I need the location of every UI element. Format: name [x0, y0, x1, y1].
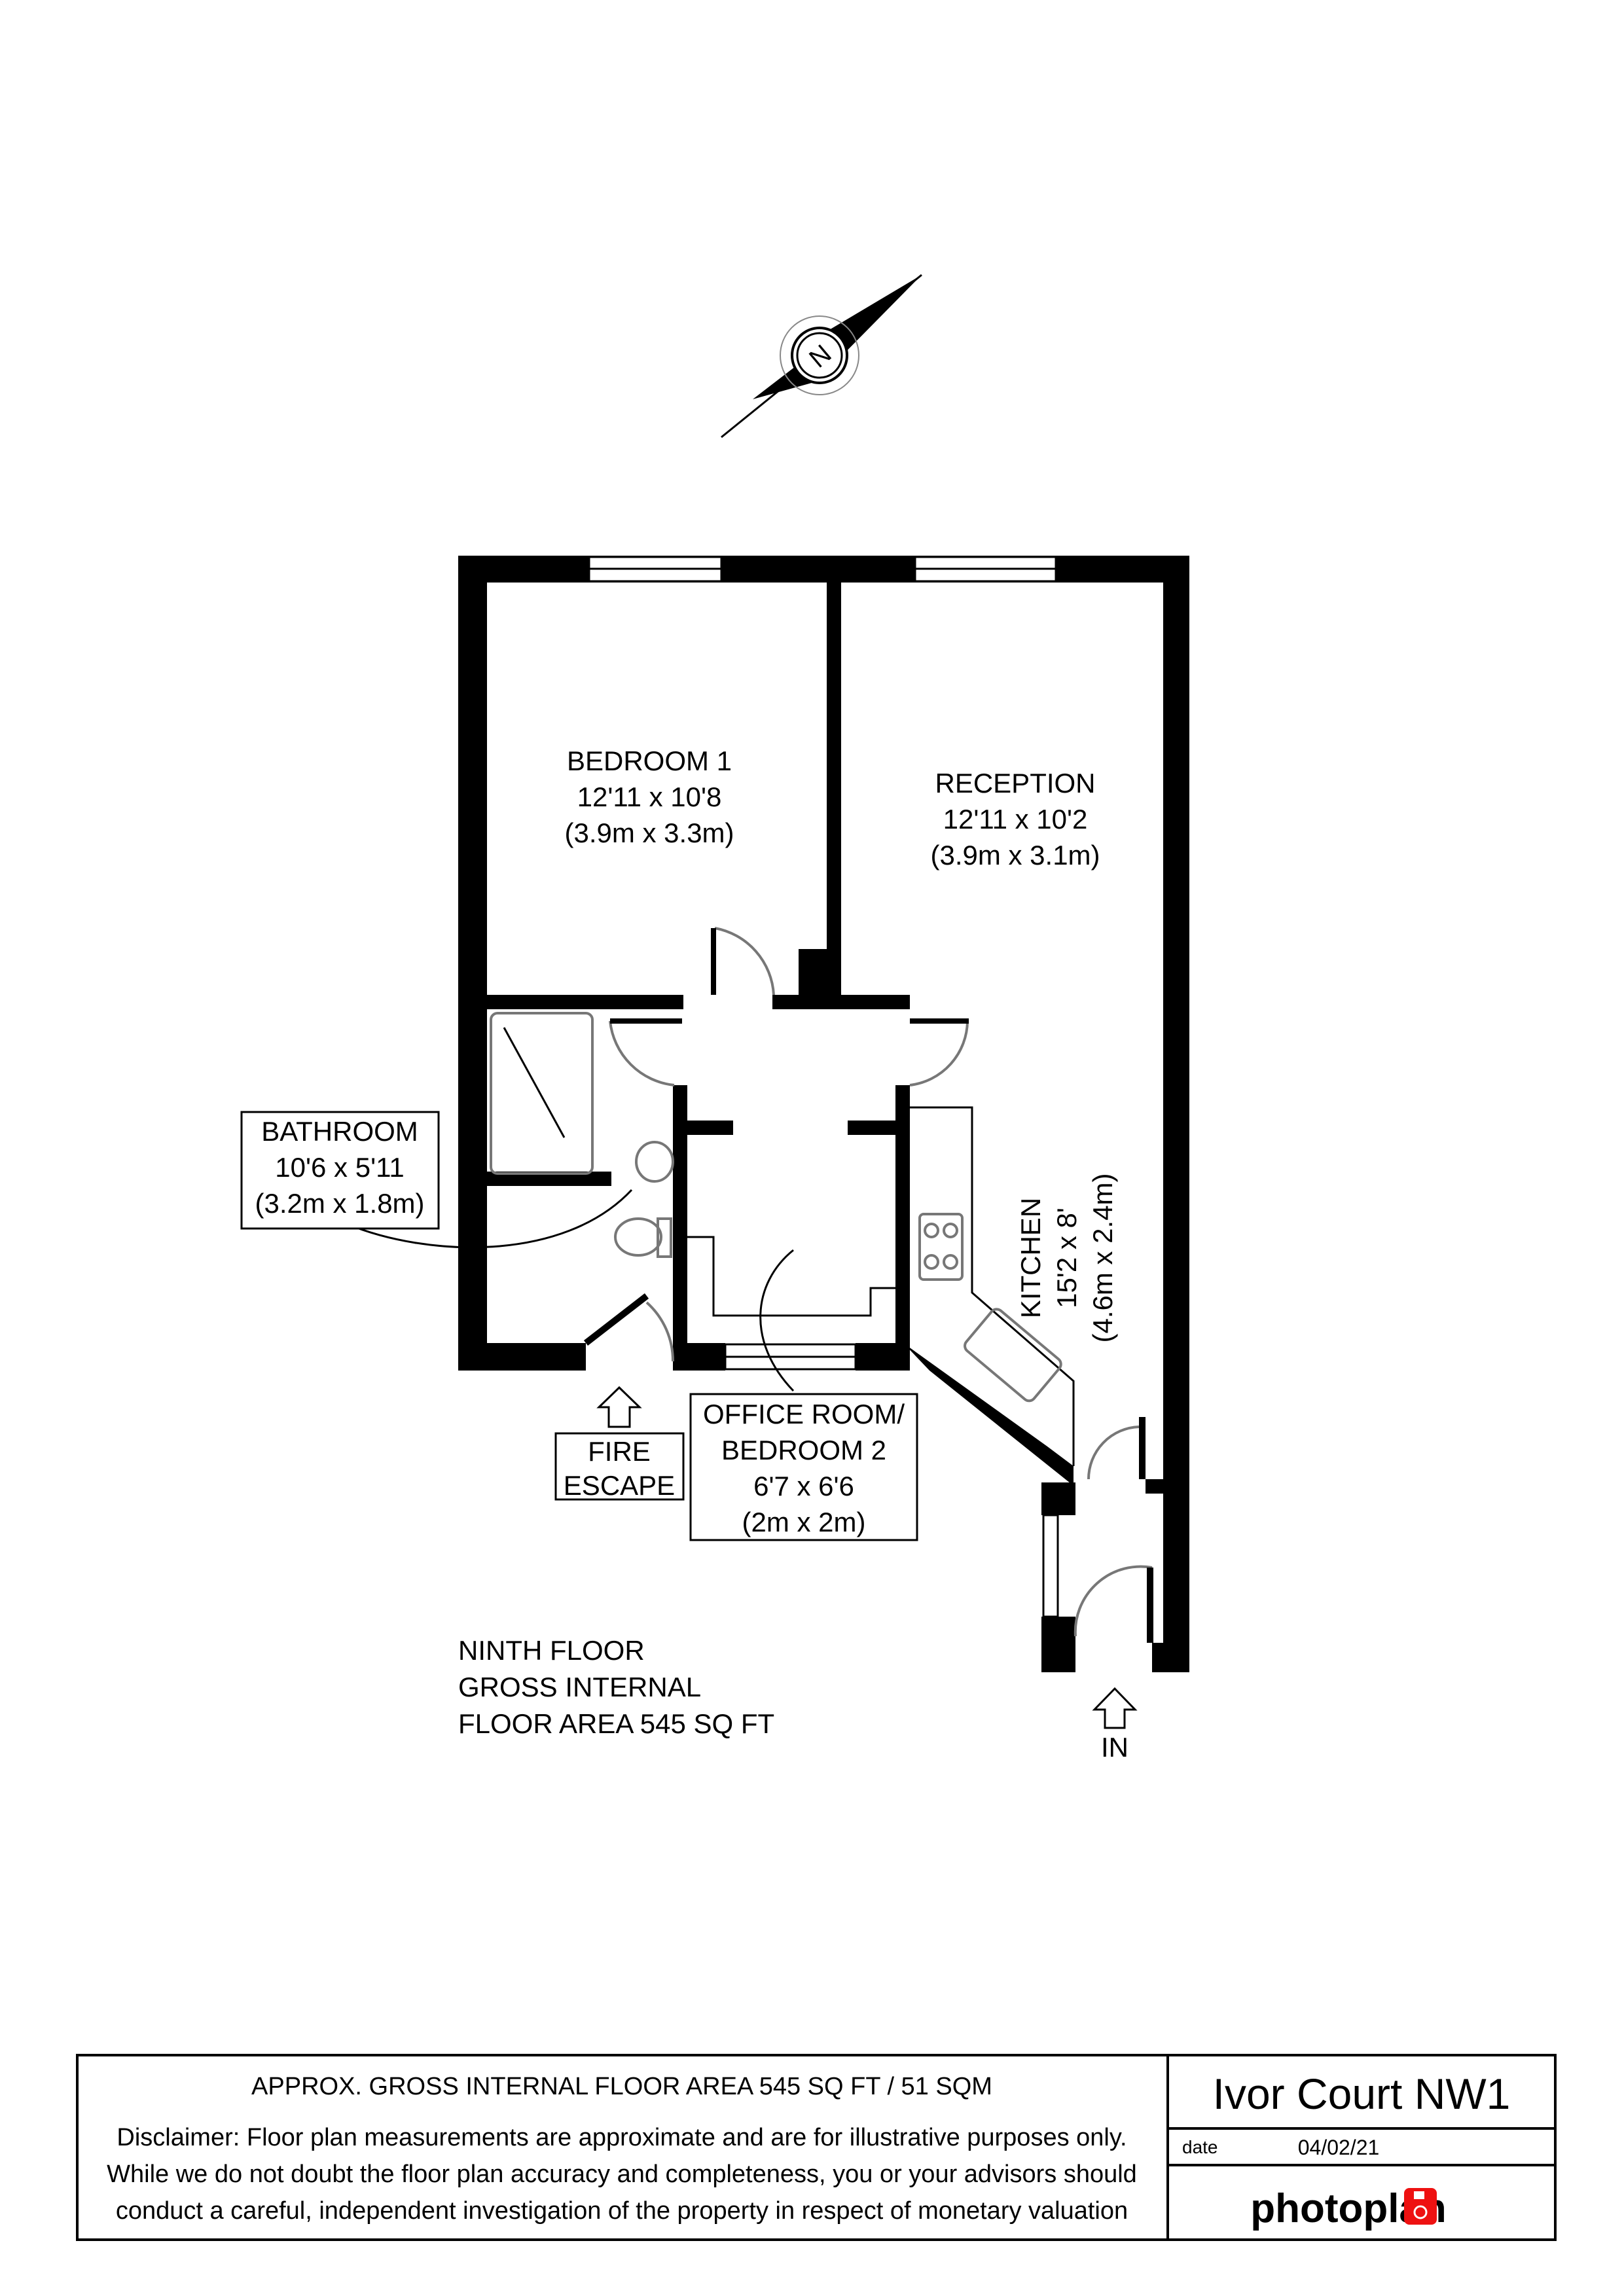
photoplan-logo: photoplan [1250, 2186, 1447, 2231]
disclaimer-line: conduct a careful, independent investiga… [116, 2197, 1128, 2225]
arrow-up-icon [596, 1386, 642, 1428]
footer-area: APPROX. GROSS INTERNAL FLOOR AREA 545 SQ… [251, 2073, 992, 2100]
room-label-bathroom: BATHROOM 10'6 x 5'11 (3.2m x 1.8m) [240, 1111, 440, 1230]
office-leader-line [759, 1249, 795, 1392]
svg-text:(4.6m x 2.4m): (4.6m x 2.4m) [1087, 1173, 1118, 1342]
svg-text:10'6 x 5'11: 10'6 x 5'11 [275, 1152, 404, 1183]
svg-text:RECEPTION: RECEPTION [935, 768, 1095, 798]
room-label-reception: RECEPTION 12'11 x 10'2 (3.9m x 3.1m) [930, 768, 1100, 870]
svg-text:BEDROOM 2: BEDROOM 2 [721, 1435, 886, 1465]
svg-text:FLOOR AREA 545 SQ FT: FLOOR AREA 545 SQ FT [458, 1708, 774, 1739]
date-label: date [1182, 2137, 1218, 2157]
svg-text:15'2 x 8': 15'2 x 8' [1051, 1208, 1082, 1308]
property-name: Ivor Court NW1 [1213, 2070, 1511, 2118]
svg-text:OFFICE ROOM/: OFFICE ROOM/ [703, 1399, 905, 1429]
svg-text:(3.9m x 3.3m): (3.9m x 3.3m) [564, 817, 734, 848]
svg-text:(3.2m x 1.8m): (3.2m x 1.8m) [255, 1188, 424, 1219]
svg-text:NINTH FLOOR: NINTH FLOOR [458, 1635, 645, 1666]
svg-text:FIRE: FIRE [588, 1436, 651, 1467]
fire-escape-marker: FIRE ESCAPE [554, 1386, 685, 1501]
svg-text:6'7 x 6'6: 6'7 x 6'6 [753, 1471, 854, 1501]
disclaimer-line: Disclaimer: Floor plan measurements are … [117, 2124, 1127, 2151]
room-label-bedroom1: BEDROOM 1 12'11 x 10'8 (3.9m x 3.3m) [564, 745, 734, 848]
arrow-up-icon [1092, 1687, 1138, 1729]
svg-text:GROSS INTERNAL: GROSS INTERNAL [458, 1672, 701, 1702]
footer: APPROX. GROSS INTERNAL FLOOR AREA 545 SQ… [76, 2054, 1557, 2241]
fixtures [490, 1012, 1075, 1466]
floor-info: NINTH FLOOR GROSS INTERNAL FLOOR AREA 54… [458, 1635, 774, 1739]
svg-text:12'11 x 10'2: 12'11 x 10'2 [943, 804, 1088, 834]
bathroom-leader-line [346, 1189, 633, 1249]
disclaimer-line: While we do not doubt the floor plan acc… [107, 2161, 1137, 2188]
room-label-office: OFFICE ROOM/ BEDROOM 2 6'7 x 6'6 (2m x 2… [689, 1393, 918, 1541]
svg-text:(3.9m x 3.1m): (3.9m x 3.1m) [930, 840, 1100, 870]
svg-text:KITCHEN: KITCHEN [1015, 1198, 1046, 1318]
compass-icon: N [721, 274, 922, 439]
doors [583, 927, 1153, 1643]
walls [458, 556, 1189, 1672]
entrance-marker: IN [1092, 1687, 1138, 1763]
svg-text:12'11 x 10'8: 12'11 x 10'8 [577, 781, 722, 812]
room-label-kitchen: KITCHEN 15'2 x 8' (4.6m x 2.4m) [1015, 1173, 1118, 1342]
svg-text:(2m x 2m): (2m x 2m) [742, 1507, 866, 1537]
svg-text:ESCAPE: ESCAPE [564, 1470, 675, 1501]
date-value: 04/02/21 [1298, 2136, 1380, 2159]
svg-text:BEDROOM 1: BEDROOM 1 [567, 745, 732, 776]
svg-text:IN: IN [1101, 1732, 1128, 1763]
svg-text:BATHROOM: BATHROOM [261, 1116, 418, 1147]
windows [588, 556, 1059, 1618]
